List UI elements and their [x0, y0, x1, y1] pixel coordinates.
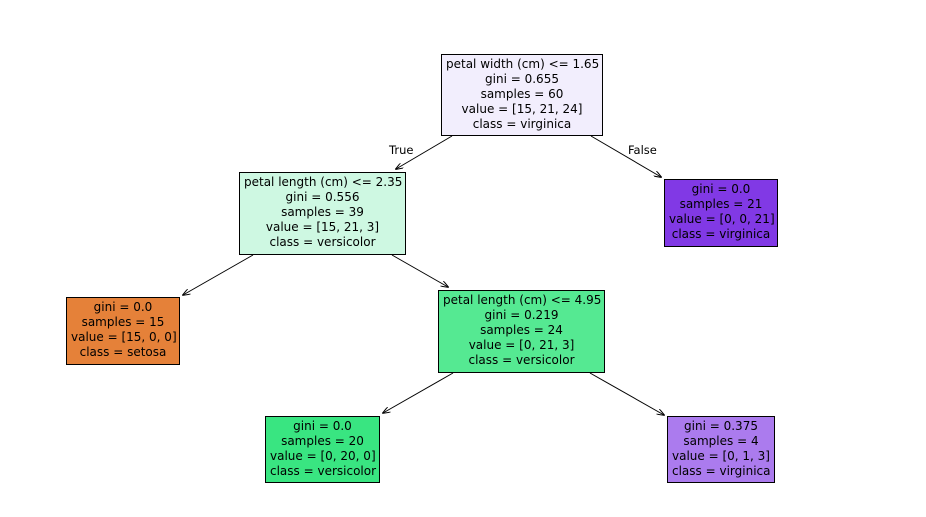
- node-value: value = [0, 21, 3]: [468, 338, 575, 352]
- node-samples: samples = 20: [281, 434, 364, 448]
- node-samples: samples = 60: [480, 87, 564, 101]
- node-gini: gini = 0.0: [93, 300, 153, 314]
- tree-node-root: petal width (cm) <= 1.65 gini = 0.655 sa…: [441, 54, 603, 136]
- node-class: class = virginica: [672, 464, 771, 478]
- node-samples: samples = 24: [480, 323, 563, 337]
- node-gini: gini = 0.219: [484, 308, 559, 322]
- node-gini: gini = 0.0: [691, 182, 751, 196]
- node-gini: gini = 0.556: [285, 190, 360, 204]
- node-value: value = [0, 1, 3]: [672, 449, 770, 463]
- tree-leaf-setosa: gini = 0.0 samples = 15 value = [15, 0, …: [66, 297, 180, 365]
- node-split-condition: petal length (cm) <= 4.95: [443, 293, 602, 307]
- node-value: value = [15, 21, 24]: [461, 102, 583, 116]
- node-split-condition: petal length (cm) <= 2.35: [244, 175, 403, 189]
- tree-leaf-virginica-mixed: gini = 0.375 samples = 4 value = [0, 1, …: [667, 416, 775, 483]
- node-class: class = versicolor: [269, 235, 376, 249]
- node-gini: gini = 0.375: [684, 419, 758, 433]
- edge-n0-n1: [396, 135, 453, 169]
- node-value: value = [15, 0, 0]: [71, 330, 177, 344]
- node-samples: samples = 39: [281, 205, 364, 219]
- node-value: value = [0, 0, 21]: [669, 212, 775, 226]
- node-samples: samples = 4: [683, 434, 759, 448]
- node-value: value = [0, 20, 0]: [270, 449, 376, 463]
- node-gini: gini = 0.0: [293, 419, 352, 433]
- node-class: class = versicolor: [270, 464, 377, 478]
- edge-n0-n2: [590, 135, 661, 177]
- tree-leaf-virginica-pure: gini = 0.0 samples = 21 value = [0, 0, 2…: [664, 179, 778, 247]
- edge-n4-n6: [589, 372, 664, 415]
- node-samples: samples = 15: [81, 315, 165, 329]
- edge-n4-n5: [383, 372, 454, 413]
- tree-leaf-versicolor: gini = 0.0 samples = 20 value = [0, 20, …: [265, 416, 380, 483]
- node-class: class = virginica: [671, 227, 771, 241]
- edge-n1-n3: [183, 254, 254, 295]
- edge-n1-n4: [391, 254, 448, 287]
- tree-node-petal-length-2-35: petal length (cm) <= 2.35 gini = 0.556 s…: [239, 172, 406, 255]
- node-class: class = setosa: [79, 345, 167, 359]
- node-samples: samples = 21: [679, 197, 763, 211]
- node-value: value = [15, 21, 3]: [265, 220, 380, 234]
- edge-label-false: False: [628, 143, 657, 157]
- node-split-condition: petal width (cm) <= 1.65: [446, 57, 600, 71]
- node-gini: gini = 0.655: [485, 72, 559, 86]
- node-class: class = virginica: [472, 117, 572, 131]
- tree-node-petal-length-4-95: petal length (cm) <= 4.95 gini = 0.219 s…: [438, 290, 605, 373]
- node-class: class = versicolor: [468, 353, 575, 367]
- edge-label-true: True: [389, 143, 414, 157]
